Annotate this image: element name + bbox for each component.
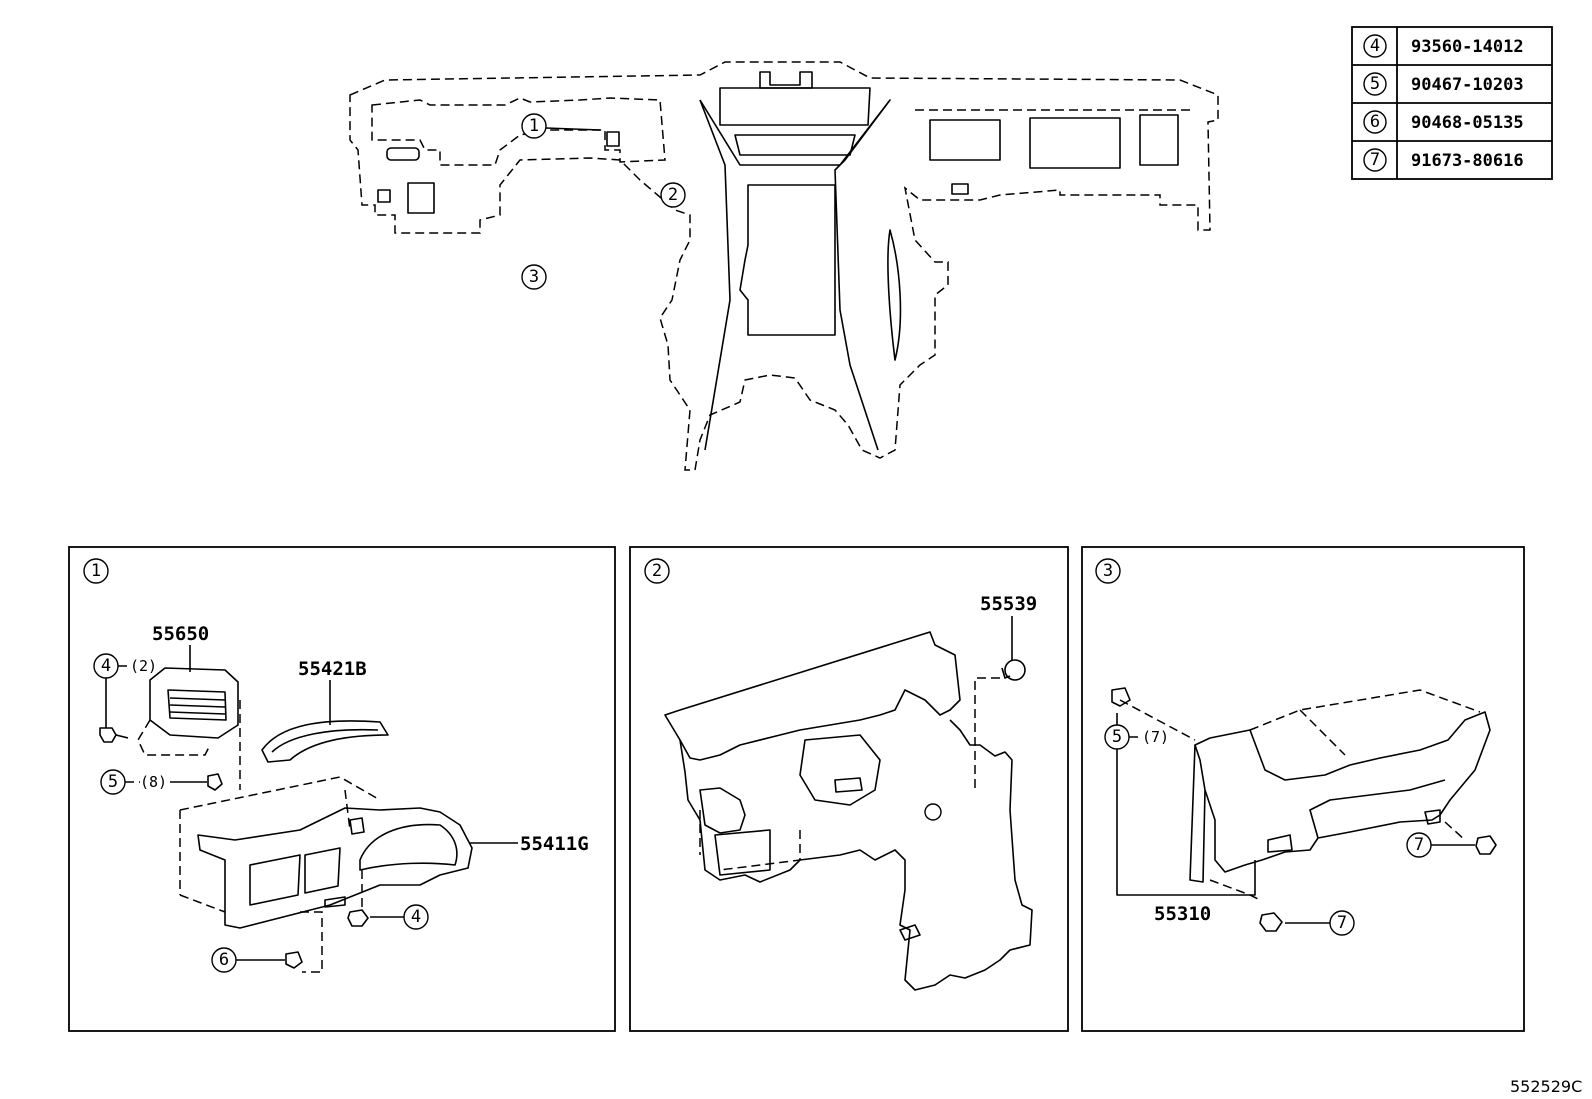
svg-text:2: 2 [668, 185, 678, 205]
table-ref-number: 7 [1370, 150, 1380, 170]
fastener-callout[interactable]: 4 (2) [93, 653, 157, 728]
fastener-callout[interactable]: 5 (7) [1104, 713, 1169, 750]
parts-table-row: 6 90468-05135 [1363, 110, 1524, 134]
panel-3: 3 5 (7) 55310 [1081, 546, 1525, 1032]
part-number-label[interactable]: 55310 [1154, 903, 1211, 925]
svg-text:4: 4 [101, 656, 111, 676]
glove-box-drawing [1119, 689, 1491, 901]
dashboard-frame-drawing [664, 631, 1033, 991]
svg-text:7: 7 [1337, 913, 1347, 933]
table-part-number[interactable]: 91673-80616 [1411, 151, 1524, 171]
overview-callout-1[interactable]: 1 [521, 113, 601, 139]
clip-icon [285, 911, 323, 973]
parts-table: 4 93560-14012 5 90467-10203 6 90468-0513… [1351, 26, 1553, 180]
quantity-label: (2) [130, 657, 157, 675]
svg-text:6: 6 [219, 950, 229, 970]
table-ref-number: 4 [1370, 36, 1380, 56]
parts-table-row: 7 91673-80616 [1363, 148, 1524, 172]
panel-number: 3 [1103, 561, 1113, 581]
bracket-line [1116, 749, 1256, 896]
quantity-label: (7) [1142, 728, 1169, 746]
quantity-label: (8) [140, 773, 167, 791]
cluster-panel-drawing [179, 776, 473, 929]
air-vent-drawing [137, 667, 241, 790]
table-ref-number: 6 [1370, 112, 1380, 132]
panel-number: 1 [91, 561, 101, 581]
table-part-number[interactable]: 90467-10203 [1411, 75, 1524, 95]
screw-icon [99, 727, 129, 743]
screw-icon [347, 870, 369, 927]
svg-text:1: 1 [529, 116, 539, 136]
fastener-callout[interactable]: 5 (8) [100, 769, 207, 795]
svg-text:3: 3 [529, 267, 539, 287]
fastener-callout[interactable]: 6 [211, 947, 285, 973]
part-number-label[interactable]: 55411G [520, 833, 589, 855]
seal-drawing [261, 720, 389, 763]
screw-icon [1475, 835, 1497, 855]
diagram-code: 552529C [1510, 1077, 1582, 1096]
screw-icon [1259, 912, 1283, 932]
svg-text:7: 7 [1414, 835, 1424, 855]
panel-2: 2 55539 [629, 546, 1069, 1032]
parts-table-row: 5 90467-10203 [1363, 72, 1524, 96]
part-number-label[interactable]: 55421B [298, 658, 367, 680]
svg-text:5: 5 [1112, 727, 1122, 747]
part-number-label[interactable]: 55650 [152, 623, 209, 645]
clip-icon [1111, 687, 1131, 707]
clip-icon [1001, 659, 1026, 681]
svg-text:5: 5 [108, 772, 118, 792]
fastener-callout[interactable]: 7 [1285, 910, 1355, 936]
dashboard-overview-drawing [349, 61, 1219, 471]
parts-table-row: 4 93560-14012 [1363, 34, 1524, 58]
table-part-number[interactable]: 90468-05135 [1411, 113, 1524, 133]
svg-text:4: 4 [411, 907, 421, 927]
fastener-callout[interactable]: 4 [370, 904, 429, 930]
table-part-number[interactable]: 93560-14012 [1411, 37, 1524, 57]
overview-callout-2[interactable]: 2 [660, 182, 686, 208]
table-ref-number: 5 [1370, 74, 1380, 94]
overview-callout-3[interactable]: 3 [521, 264, 547, 290]
panel-1: 1 55650 55421B [68, 546, 616, 1032]
clip-icon [207, 773, 223, 791]
panel-number: 2 [652, 561, 662, 581]
part-number-label[interactable]: 55539 [980, 593, 1037, 615]
fastener-callout[interactable]: 7 [1406, 832, 1475, 858]
